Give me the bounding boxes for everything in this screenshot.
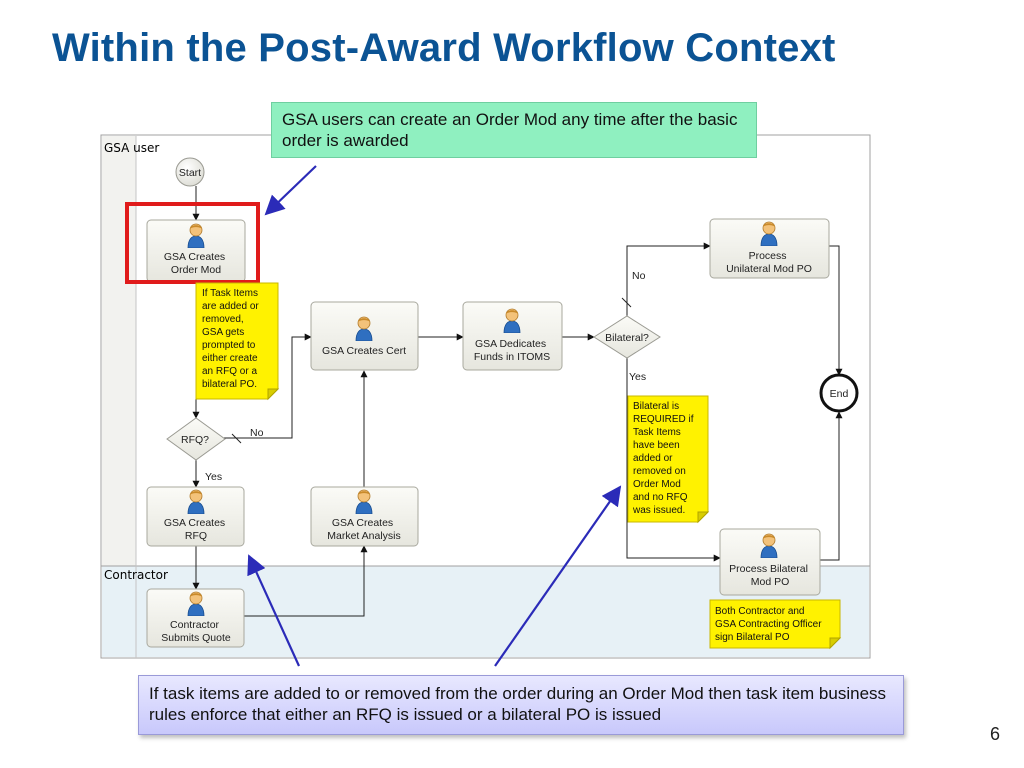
- note-line: an RFQ or a: [202, 366, 257, 377]
- task-label-line: Funds in ITOMS: [474, 351, 550, 363]
- note-line: added or: [633, 453, 673, 464]
- note-line: and no RFQ: [633, 492, 688, 503]
- lane-label-contractor: Contractor: [104, 568, 168, 582]
- task-gsa-creates-cert: GSA Creates Cert: [310, 301, 419, 371]
- task-label-line: Process: [749, 250, 787, 262]
- note-line: was issued.: [632, 505, 685, 516]
- task-label-line: GSA Creates: [164, 251, 225, 263]
- task-gsa-creates-rfq: GSA Creates RFQ: [146, 486, 245, 547]
- task-gsa-creates-order-mod: GSA Creates Order Mod: [146, 219, 246, 283]
- decision-label: Bilateral?: [605, 332, 649, 344]
- note-line: GSA gets: [202, 327, 244, 338]
- note-line: GSA Contracting Officer: [715, 619, 822, 630]
- svg-text:If Task Items are added: If Task Items are added or removed, GSA …: [202, 288, 262, 390]
- end-node: End: [819, 373, 859, 413]
- task-gsa-creates-market-analysis: GSA Creates Market Analysis: [310, 486, 419, 547]
- highlight-box: [125, 202, 260, 284]
- callout-bottom: If task items are added to or removed fr…: [138, 675, 904, 735]
- edge-label-rfq-no: No: [250, 427, 264, 439]
- start-node: Start: [175, 157, 205, 187]
- note-bilateral-required: Bilateral is REQUIRED if Task Items have…: [627, 395, 710, 524]
- note-task-items: If Task Items are added or removed, GSA …: [195, 282, 280, 401]
- note-line: either create: [202, 353, 258, 364]
- task-label-line: GSA Creates Cert: [322, 345, 406, 357]
- svg-text:GSA Dedicates Funds in I: GSA Dedicates Funds in ITOMS: [474, 338, 550, 363]
- task-contractor-submits-quote: Contractor Submits Quote: [146, 588, 245, 648]
- note-line: removed,: [202, 314, 244, 325]
- task-label-line: Order Mod: [171, 264, 221, 276]
- note-line: REQUIRED if: [633, 414, 694, 425]
- svg-text:GSA Creates RFQ: GSA Creates RFQ: [164, 517, 228, 542]
- note-line: Bilateral is: [633, 401, 679, 412]
- svg-text:Bilateral is REQUIRED if: Bilateral is REQUIRED if Task Items have…: [632, 401, 696, 516]
- decision-bilateral: Bilateral?: [593, 315, 661, 359]
- task-label-line: GSA Dedicates: [475, 338, 546, 350]
- svg-text:GSA Creates Market Analy: GSA Creates Market Analysis: [327, 517, 401, 542]
- note-line: sign Bilateral PO: [715, 632, 790, 643]
- edge-bilateral-no-to-unilateral: [626, 242, 711, 316]
- callout-top: GSA users can create an Order Mod any ti…: [271, 102, 757, 158]
- edge-quote-to-market-analysis: [244, 545, 368, 617]
- decision-rfq: RFQ?: [166, 417, 226, 461]
- end-label: End: [830, 388, 849, 400]
- edge-label-rfq-yes: Yes: [205, 471, 222, 483]
- note-line: If Task Items: [202, 288, 258, 299]
- note-line: Order Mod: [633, 479, 681, 490]
- lane-label-gsa-user: GSA user: [104, 141, 159, 155]
- svg-text:GSA Creates Order Mod: GSA Creates Order Mod: [164, 251, 228, 276]
- task-label-line: Process Bilateral: [729, 563, 808, 575]
- slide-title: Within the Post-Award Workflow Context: [52, 26, 836, 70]
- edge-label-bilateral-yes: Yes: [629, 371, 646, 383]
- note-line: Both Contractor and: [715, 606, 805, 617]
- decision-label: RFQ?: [181, 434, 209, 446]
- note-line: removed on: [633, 466, 686, 477]
- svg-text:Both Contractor and GSA: Both Contractor and GSA Contracting Offi…: [715, 606, 824, 643]
- page-number: 6: [990, 724, 1001, 744]
- note-line: are added or: [202, 301, 259, 312]
- task-process-bilateral: Process Bilateral Mod PO: [719, 528, 821, 596]
- edge-rfq-no-to-cert: [224, 333, 312, 439]
- svg-text:Process Unilateral Mod P: Process Unilateral Mod PO: [726, 250, 812, 275]
- note-line: prompted to: [202, 340, 256, 351]
- task-label-line: Unilateral Mod PO: [726, 263, 812, 275]
- svg-text:GSA Creates Cert: GSA Creates Cert: [322, 345, 406, 357]
- task-label-line: Contractor: [170, 619, 220, 631]
- task-process-unilateral: Process Unilateral Mod PO: [709, 218, 830, 279]
- callout-arrow-bottom-left: [247, 554, 301, 667]
- edge-bilateral-yes-to-process-bilateral: [626, 358, 721, 562]
- note-both-sign: Both Contractor and GSA Contracting Offi…: [709, 599, 842, 650]
- note-line: have been: [633, 440, 680, 451]
- task-gsa-dedicates-funds: GSA Dedicates Funds in ITOMS: [462, 301, 563, 371]
- edge-label-bilateral-no: No: [632, 270, 646, 282]
- svg-text:Process Bilateral Mod PO: Process Bilateral Mod PO: [729, 563, 811, 588]
- edge-bilateral-to-end: [820, 411, 843, 561]
- task-label-line: Market Analysis: [327, 530, 401, 542]
- task-label-line: Mod PO: [751, 576, 790, 588]
- start-label: Start: [179, 167, 201, 179]
- callout-arrow-top: [264, 165, 317, 216]
- callout-arrows: [247, 165, 622, 667]
- task-label-line: RFQ: [185, 530, 207, 542]
- note-line: bilateral PO.: [202, 379, 257, 390]
- svg-text:Contractor Submits Quote: Contractor Submits Quote: [161, 619, 231, 644]
- task-label-line: GSA Creates: [164, 517, 225, 529]
- callout-arrow-bottom-right: [494, 485, 622, 667]
- task-label-line: Submits Quote: [161, 632, 231, 644]
- edge-unilateral-to-end: [829, 245, 843, 376]
- note-line: Task Items: [633, 427, 681, 438]
- task-label-line: GSA Creates: [332, 517, 393, 529]
